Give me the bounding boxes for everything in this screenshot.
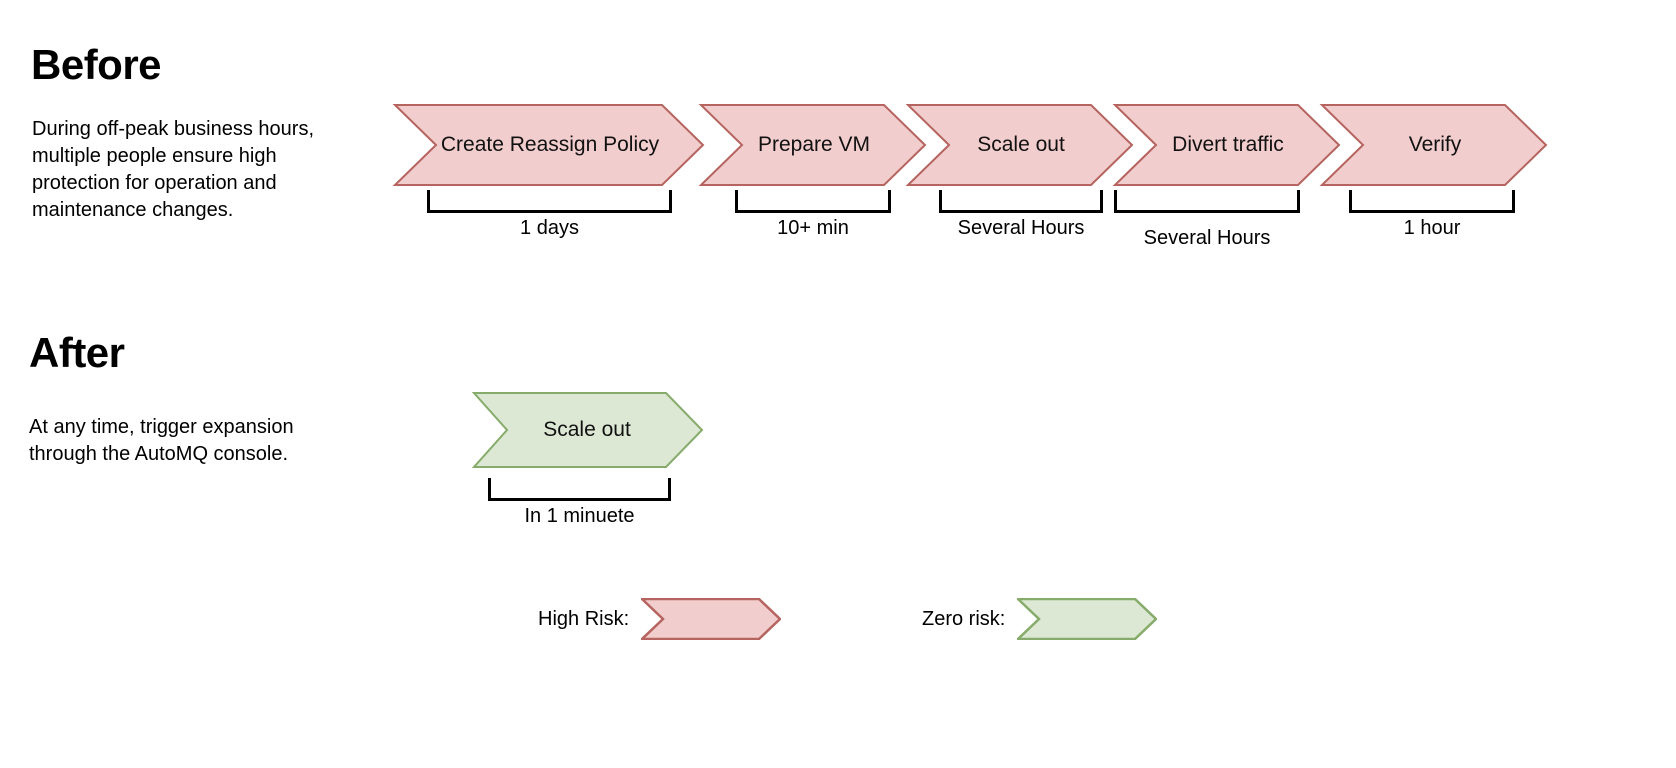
duration-label: 1 hour [1403,217,1461,239]
process-step-scale-out-after[interactable]: Scale out [471,392,704,468]
chevron-shape-red [698,104,927,186]
chevron-shape-red [641,598,782,640]
process-step-prepare-vm[interactable]: Prepare VM [698,104,927,186]
bracket-shape [939,190,1103,213]
chevron-shape-red [1112,104,1341,186]
section-description-after: At any time, trigger expansion through t… [29,416,294,465]
duration-label: In 1 minuete [524,505,635,527]
duration-bracket-after: In 1 minuete [488,478,671,527]
duration-bracket-2: 10+ min [735,190,891,239]
legend-swatch-red-chevron [641,598,782,640]
duration-bracket-5: 1 hour [1349,190,1515,239]
process-step-divert-traffic[interactable]: Divert traffic [1112,104,1341,186]
page-title-before: Before [31,41,162,88]
duration-label: 1 days [520,217,579,239]
duration-label: Several Hours [1143,227,1271,249]
chevron-shape-red [392,104,705,186]
bracket-shape [427,190,672,213]
bracket-shape [488,478,671,501]
chevron-shape-red [1319,104,1548,186]
duration-label: Several Hours [957,217,1085,239]
legend-label: High Risk: [538,607,630,630]
chevron-shape-red [905,104,1134,186]
legend-label: Zero risk: [922,607,1006,630]
section-description-before: During off-peak business hours, multiple… [32,118,315,221]
process-step-verify[interactable]: Verify [1319,104,1548,186]
bracket-shape [1114,190,1300,213]
duration-label: 10+ min [777,217,849,239]
duration-bracket-3: Several Hours [939,190,1103,239]
process-step-create-reassign-policy[interactable]: Create Reassign Policy [392,104,705,186]
page-title-after: After [29,329,125,376]
bracket-shape [735,190,891,213]
legend-swatch-green-chevron [1017,598,1158,640]
bracket-shape [1349,190,1515,213]
legend-item-zero-risk: Zero risk: [922,598,1158,640]
chevron-shape-green [471,392,704,468]
process-step-scale-out[interactable]: Scale out [905,104,1134,186]
duration-bracket-1: 1 days [427,190,672,239]
chevron-shape-green [1017,598,1158,640]
legend-item-high-risk: High Risk: [538,598,782,640]
duration-bracket-4: Several Hours [1114,190,1400,249]
